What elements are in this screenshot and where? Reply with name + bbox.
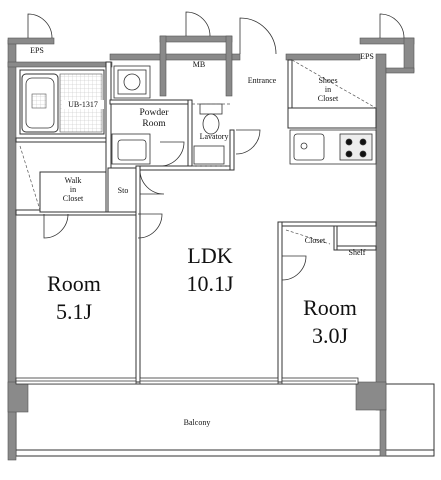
lavatory-label: Lavatory: [199, 132, 229, 141]
eps-right-label: EPS: [360, 52, 374, 61]
windows: [15, 377, 359, 385]
mb-label: MB: [192, 60, 206, 69]
structural-walls: [7, 35, 415, 461]
eps-left-label: EPS: [30, 46, 44, 55]
interior-walls: [15, 59, 377, 383]
storage-label: Sto: [117, 186, 129, 195]
entrance-label: Entrance: [247, 76, 277, 85]
balcony-label: Balcony: [183, 418, 211, 427]
shelf-label: Shelf: [348, 248, 366, 257]
kitchen-counter: [289, 129, 377, 165]
vanity: [111, 133, 151, 165]
unit-bath: [19, 69, 105, 135]
walk-in-closet-label: Walk in Closet: [62, 176, 84, 204]
ldk-label: LDK 10.1J: [186, 243, 234, 296]
powder-room-label: Powder Room: [139, 108, 169, 129]
dashed-lines: [19, 59, 377, 245]
washing-machine: [113, 65, 151, 99]
unit-bath-label: UB-1317: [62, 100, 104, 110]
room-west-label: Room 5.1J: [47, 271, 101, 324]
room-east-label: Room 3.0J: [303, 295, 357, 348]
doors: [27, 11, 405, 281]
closet-label: Closet: [304, 236, 326, 245]
shoes-closet-label: Shoes in Closet: [317, 76, 339, 104]
toilet: [193, 103, 225, 165]
